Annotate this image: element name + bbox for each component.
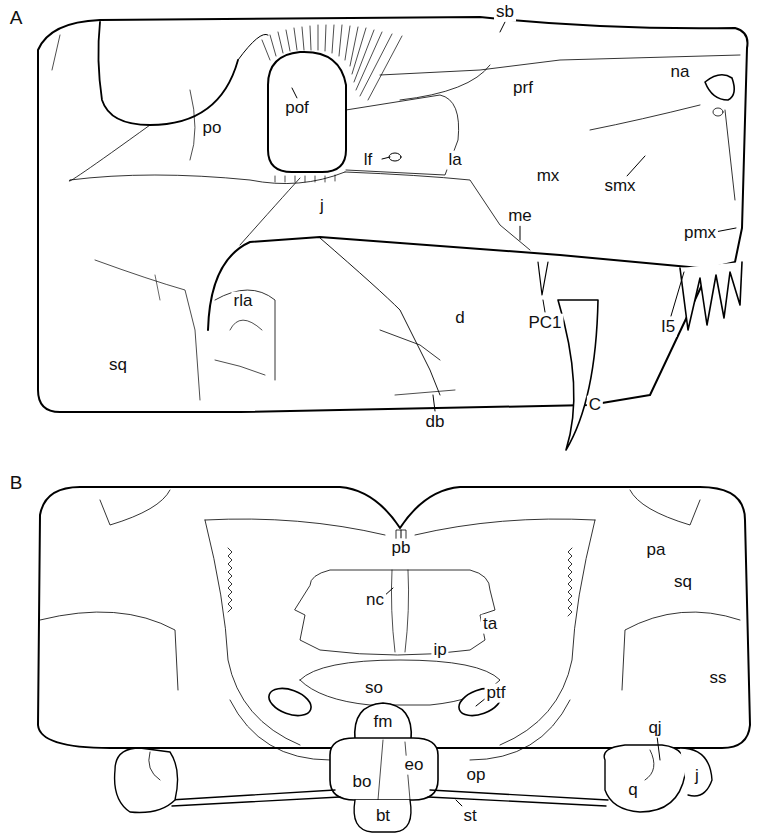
panel-letter: B (8, 473, 25, 494)
part-label: ptf (485, 684, 508, 703)
part-label: op (465, 766, 488, 785)
part-label: lf (362, 151, 375, 170)
part-label: mx (535, 167, 562, 186)
lateral-view (38, 17, 748, 450)
part-label: po (201, 119, 224, 138)
part-label: ss (708, 669, 729, 688)
occipital-view (38, 487, 750, 832)
part-label: sb (494, 3, 516, 22)
part-label: d (453, 309, 466, 328)
part-label: pb (390, 539, 413, 558)
part-label: bt (374, 807, 392, 826)
part-label: so (363, 679, 385, 698)
part-label: ip (431, 641, 448, 660)
part-label: j (318, 197, 326, 216)
panel-letter: A (8, 8, 25, 29)
part-label: sq (107, 356, 129, 375)
part-label: st (461, 807, 478, 826)
part-label: rla (232, 292, 255, 311)
part-label: me (506, 207, 534, 226)
part-label: db (424, 413, 447, 432)
part-label: q (626, 781, 639, 800)
part-label: j (693, 767, 701, 786)
part-label: qj (646, 719, 663, 738)
part-label: pa (645, 541, 668, 560)
part-label: bo (351, 773, 374, 792)
part-label: I5 (659, 318, 677, 337)
part-label: sq (672, 573, 694, 592)
part-label: PC1 (526, 314, 563, 333)
part-label: pmx (682, 224, 718, 243)
part-label: na (669, 63, 692, 82)
part-label: fm (372, 713, 395, 732)
part-label: ta (481, 615, 499, 634)
part-label: prf (511, 79, 535, 98)
part-label: nc (364, 591, 386, 610)
part-label: pof (283, 99, 311, 118)
part-label: la (446, 151, 463, 170)
part-label: C (587, 396, 603, 415)
part-label: smx (602, 177, 637, 196)
part-label: eo (403, 756, 426, 775)
